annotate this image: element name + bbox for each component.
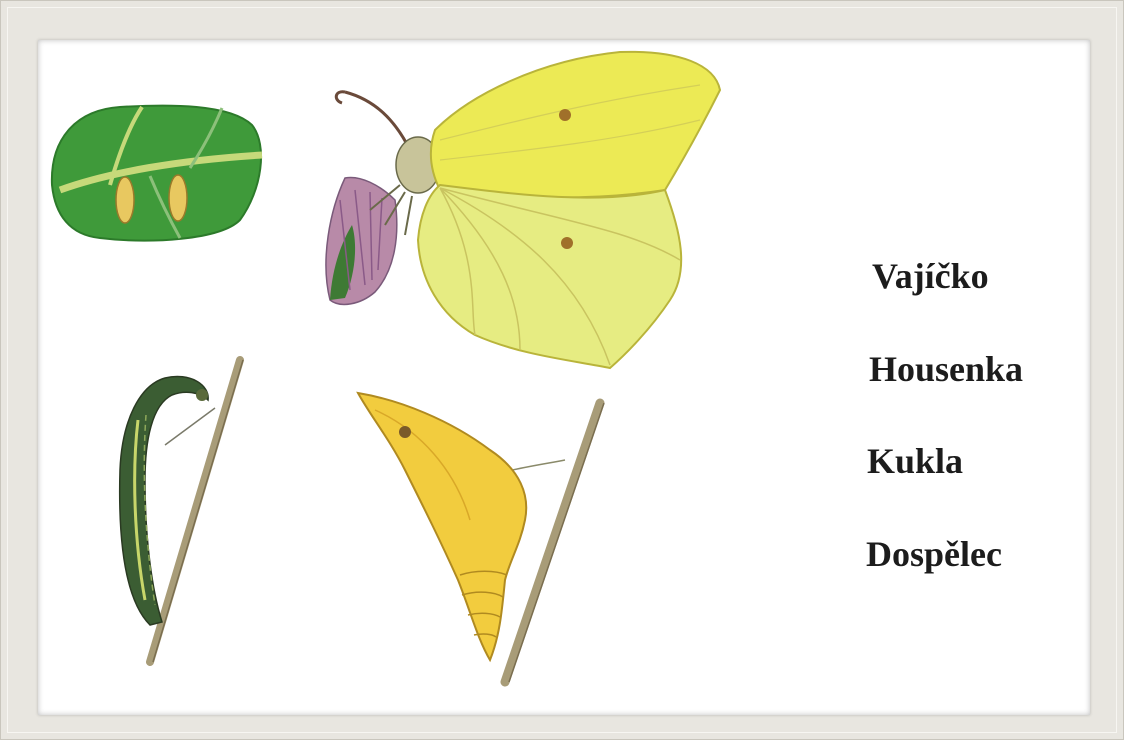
- egg-2: [169, 175, 187, 221]
- label-adult: Dospělec: [866, 536, 1002, 572]
- label-pupa: Kukla: [867, 443, 963, 479]
- caterpillar-illustration: [120, 360, 243, 662]
- label-egg: Vajíčko: [872, 258, 989, 294]
- pupa-illustration: [358, 393, 604, 682]
- egg-1: [116, 177, 134, 223]
- leaf-with-eggs-illustration: [52, 106, 262, 241]
- butterfly-illustration: [326, 52, 720, 368]
- label-caterpillar: Housenka: [869, 351, 1023, 387]
